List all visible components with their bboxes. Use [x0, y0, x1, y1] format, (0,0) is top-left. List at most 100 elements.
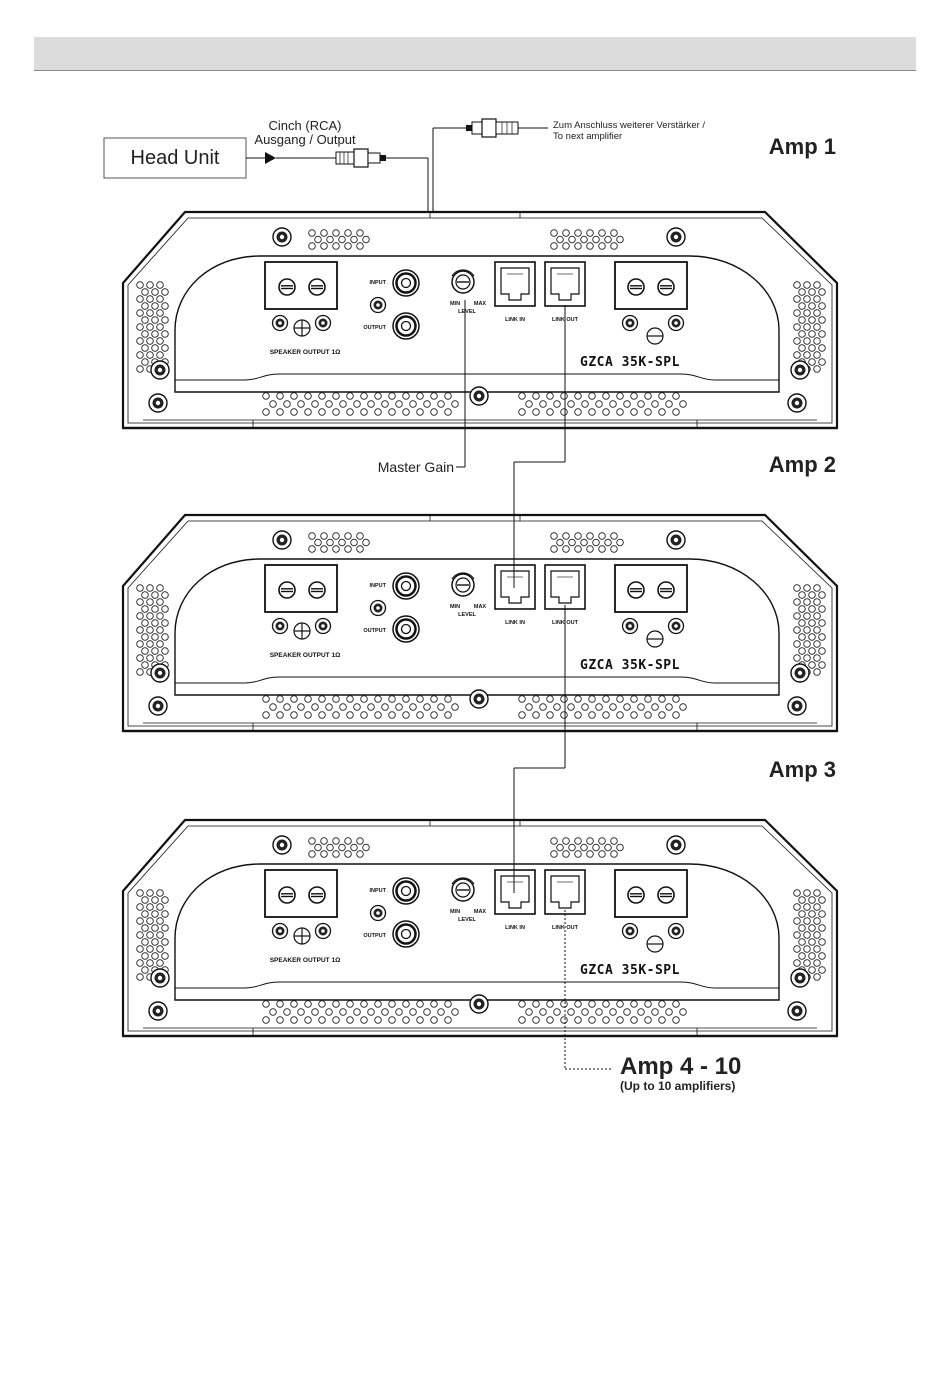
- level-min-label: MIN: [450, 604, 460, 610]
- chassis-screw: [469, 994, 489, 1014]
- power-terminal: [627, 581, 645, 599]
- level-max-label: MAX: [474, 909, 487, 915]
- head-unit-label: Head Unit: [131, 147, 220, 169]
- power-terminal-block: [614, 869, 688, 918]
- chassis-screw: [666, 530, 686, 550]
- link-in-label: LINK IN: [505, 317, 525, 323]
- power-terminal: [627, 278, 645, 296]
- rca-output-jack: [391, 614, 421, 644]
- terminal-bolt: [271, 617, 289, 635]
- next-amp-label-line1: Zum Anschluss weiterer Verstärker /: [553, 120, 705, 131]
- link-cable-amp1-amp2: [513, 305, 566, 588]
- rca-input-jack: [391, 876, 421, 906]
- speaker-terminal-block: [264, 261, 338, 310]
- model-label: GZCA 35K-SPL: [580, 355, 680, 370]
- link-in-label: LINK IN: [505, 620, 525, 626]
- rca-output-jack: [391, 311, 421, 341]
- terminal-bolt: [621, 314, 639, 332]
- rca-output-jack: [391, 919, 421, 949]
- terminal-bolt: [314, 922, 332, 940]
- power-terminal: [627, 886, 645, 904]
- chassis-screw: [148, 1001, 168, 1021]
- chassis-screw: [787, 393, 807, 413]
- speaker-terminal: [278, 581, 296, 599]
- terminal-bolt: [621, 922, 639, 940]
- chassis-screw: [150, 360, 170, 380]
- link-in-label: LINK IN: [505, 925, 525, 931]
- chassis-screw: [787, 1001, 807, 1021]
- chassis-screw: [272, 227, 292, 247]
- terminal-bolt: [314, 617, 332, 635]
- chassis-screw: [148, 696, 168, 716]
- speaker-terminal: [278, 886, 296, 904]
- chassis-screw: [666, 227, 686, 247]
- input-label: INPUT: [370, 280, 387, 286]
- link-in-port: [494, 564, 536, 610]
- chassis-screw: [790, 968, 810, 988]
- level-max-label: MAX: [474, 604, 487, 610]
- level-min-label: MIN: [450, 909, 460, 915]
- amp3-title: Amp 3: [769, 757, 836, 782]
- power-terminal-block: [614, 564, 688, 613]
- header-bar: [34, 37, 916, 71]
- rca-input-jack: [391, 571, 421, 601]
- rca-label-line2: Ausgang / Output: [254, 132, 356, 147]
- panel-bolt: [369, 296, 387, 314]
- speaker-terminal: [308, 581, 326, 599]
- terminal-bolt: [271, 922, 289, 940]
- rca-label-line1: Cinch (RCA): [269, 118, 342, 133]
- chassis-screw: [469, 689, 489, 709]
- speaker-output-label: SPEAKER OUTPUT 1Ω: [270, 957, 341, 964]
- speaker-terminal-block: [264, 564, 338, 613]
- chassis-screw: [790, 663, 810, 683]
- power-terminal-block: [614, 261, 688, 310]
- speaker-terminal: [278, 278, 296, 296]
- level-label: LEVEL: [458, 612, 476, 618]
- rca-input-jack: [391, 268, 421, 298]
- head-unit-box: [103, 137, 247, 179]
- link-in-port: [494, 869, 536, 915]
- chassis-screw: [150, 968, 170, 988]
- link-out-port: [544, 869, 586, 915]
- terminal-bolt: [271, 314, 289, 332]
- output-label: OUTPUT: [363, 325, 386, 331]
- level-label: LEVEL: [458, 917, 476, 923]
- link-cable-amp3-more: [564, 910, 612, 1070]
- terminal-bolt: [621, 617, 639, 635]
- chassis-screw: [666, 835, 686, 855]
- panel-bolt: [369, 599, 387, 617]
- terminal-bolt: [667, 922, 685, 940]
- chassis-screw: [272, 835, 292, 855]
- next-amp-label-line2: To next amplifier: [553, 131, 622, 142]
- chassis-screw: [148, 393, 168, 413]
- chassis-screw: [272, 530, 292, 550]
- model-label: GZCA 35K-SPL: [580, 963, 680, 978]
- level-min-label: MIN: [450, 301, 460, 307]
- output-label: OUTPUT: [363, 628, 386, 634]
- amp1-title: Amp 1: [769, 134, 836, 159]
- model-label: GZCA 35K-SPL: [580, 658, 680, 673]
- terminal-bolt: [667, 617, 685, 635]
- speaker-terminal: [308, 886, 326, 904]
- input-label: INPUT: [370, 888, 387, 894]
- power-terminal: [657, 581, 675, 599]
- link-out-port: [544, 564, 586, 610]
- more-amps-title: Amp 4 - 10: [620, 1053, 741, 1080]
- speaker-terminal: [308, 278, 326, 296]
- link-cable-amp2-amp3: [513, 605, 566, 893]
- chassis-screw: [469, 386, 489, 406]
- power-terminal: [657, 278, 675, 296]
- speaker-output-label: SPEAKER OUTPUT 1Ω: [270, 349, 341, 356]
- chassis-screw: [150, 663, 170, 683]
- amp2-title: Amp 2: [769, 452, 836, 477]
- master-gain-label: Master Gain: [378, 459, 454, 475]
- input-label: INPUT: [370, 583, 387, 589]
- terminal-bolt: [667, 314, 685, 332]
- level-label: LEVEL: [458, 309, 476, 315]
- speaker-output-label: SPEAKER OUTPUT 1Ω: [270, 652, 341, 659]
- terminal-bolt: [314, 314, 332, 332]
- chassis-screw: [790, 360, 810, 380]
- speaker-terminal-block: [264, 869, 338, 918]
